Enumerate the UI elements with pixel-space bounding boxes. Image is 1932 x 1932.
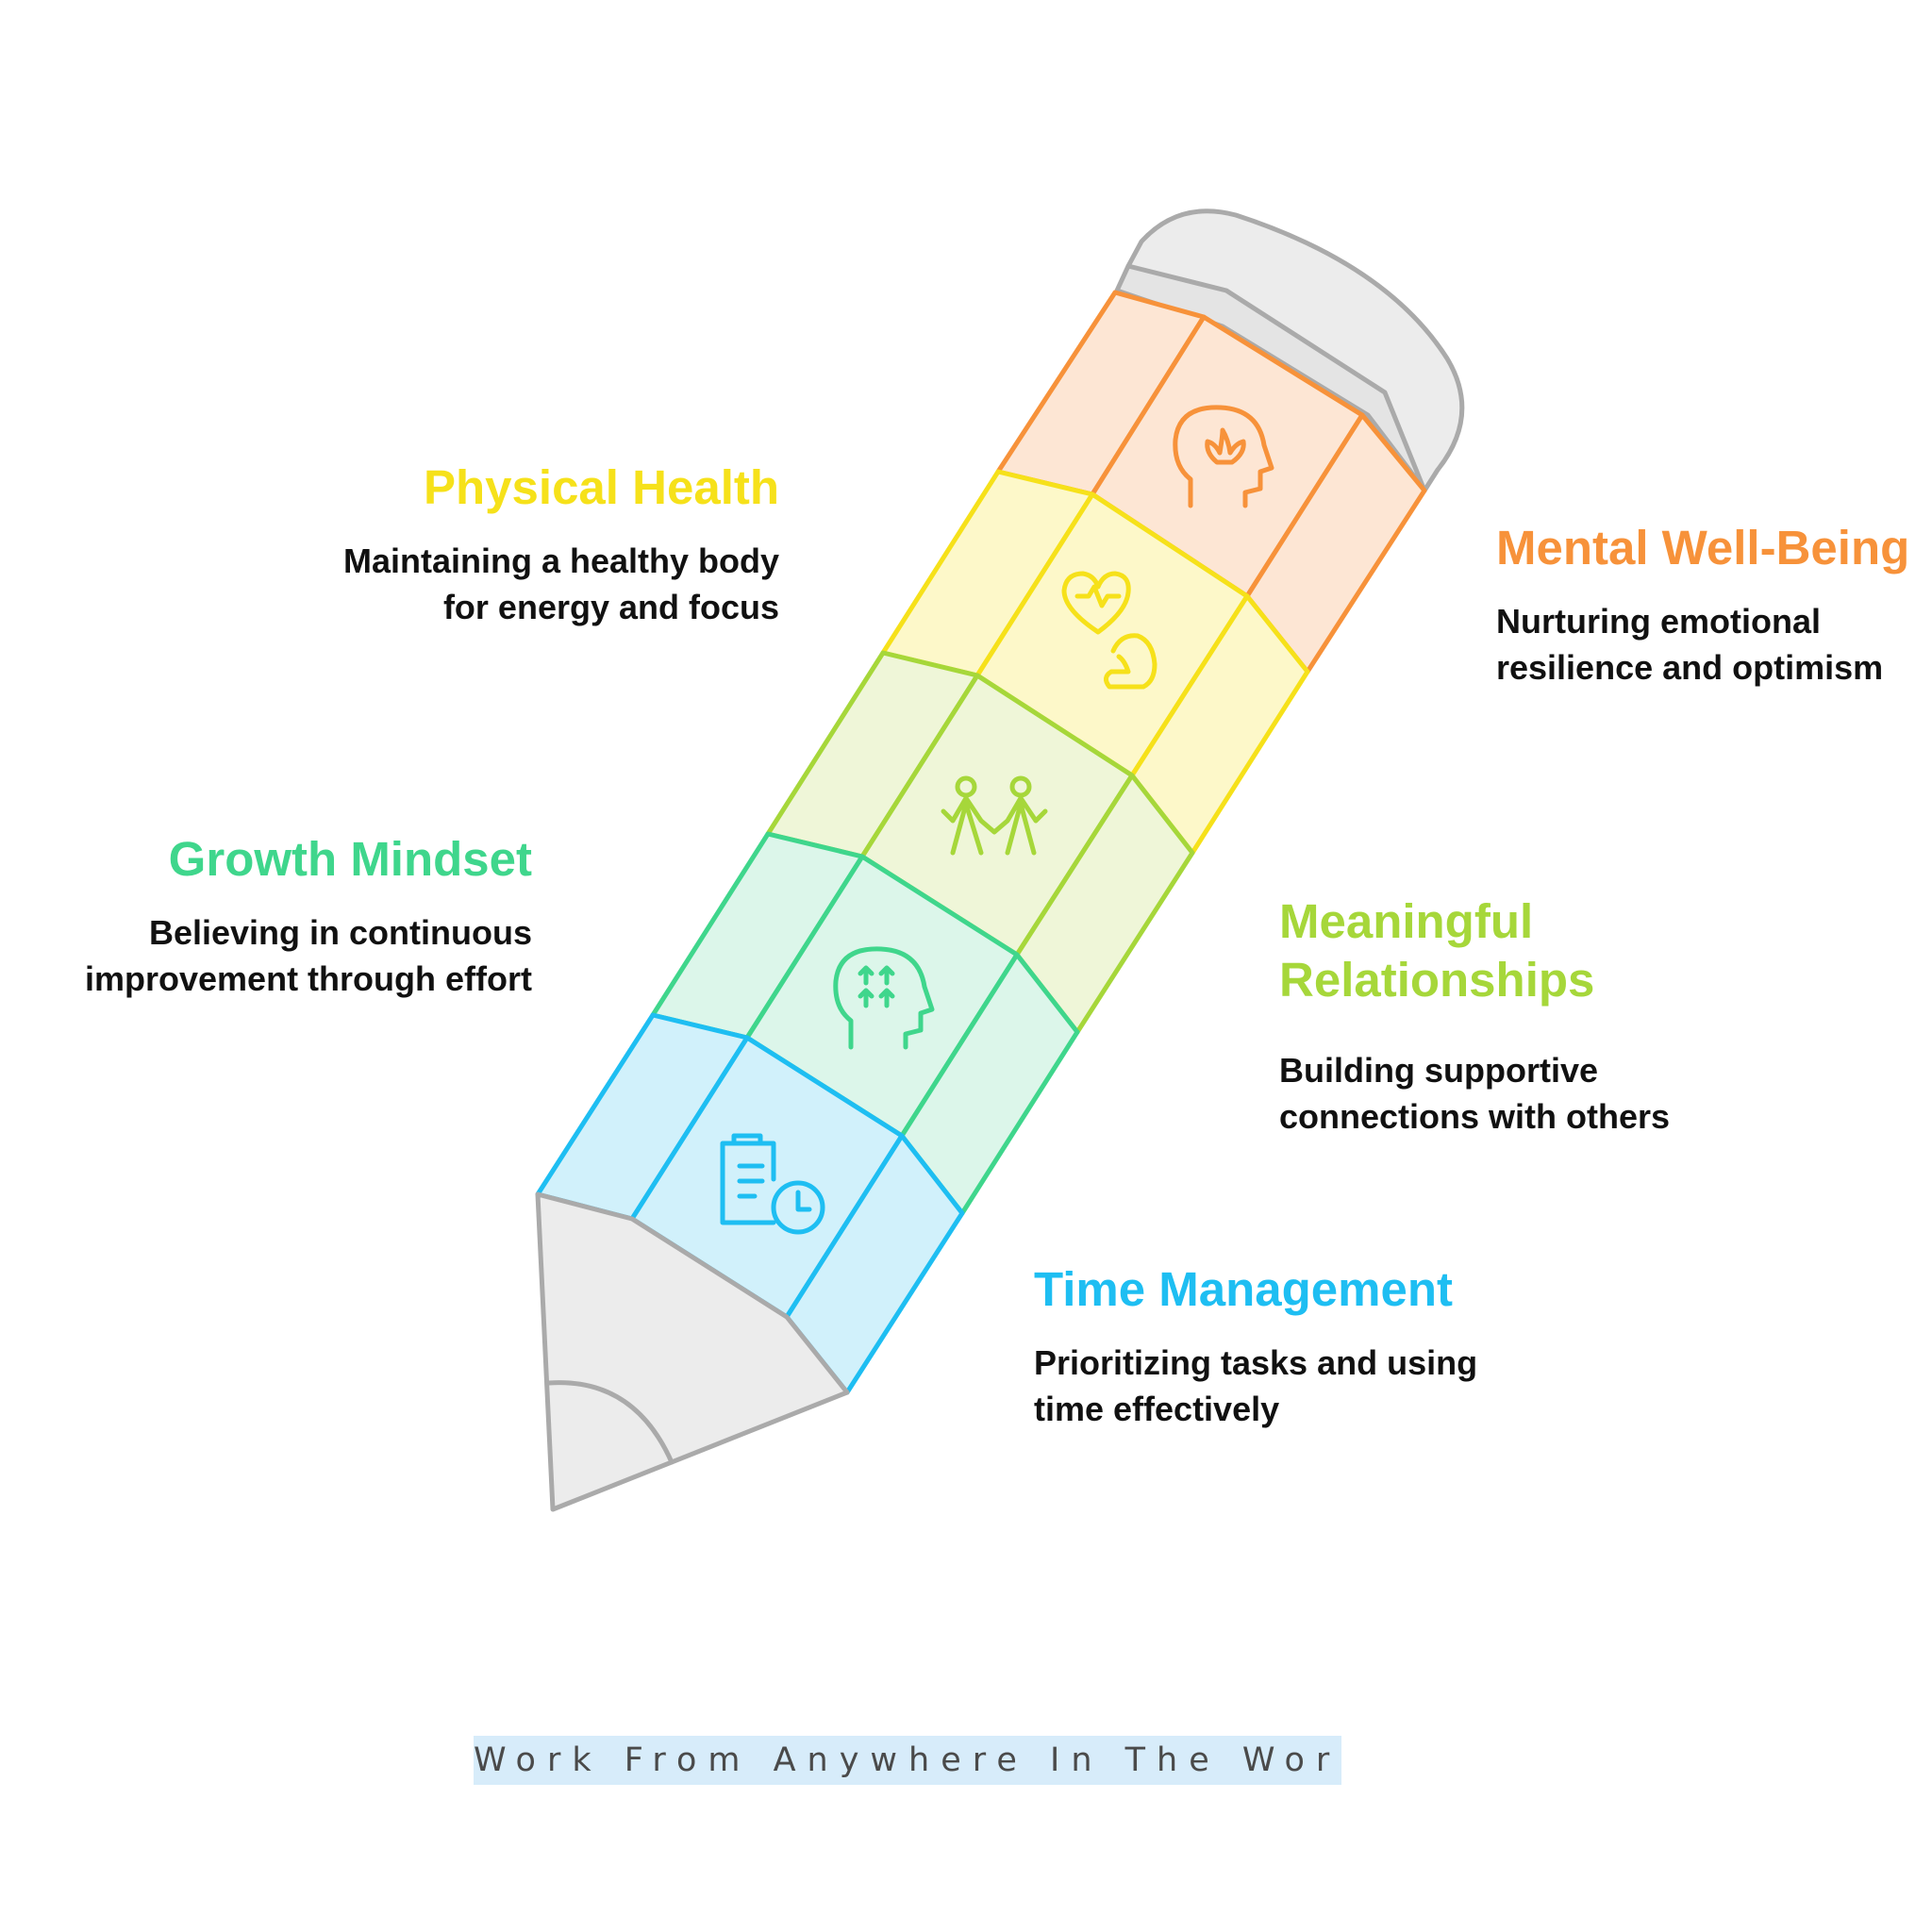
growth-mindset-label: Growth Mindset Believing in continuous i… bbox=[19, 830, 532, 1002]
physical-health-label: Physical Health Maintaining a healthy bo… bbox=[170, 458, 779, 630]
pencil-tip bbox=[535, 1191, 850, 1512]
time-management-description: Prioritizing tasks and using time effect… bbox=[1034, 1340, 1694, 1432]
relationships-title-line1: Meaningful bbox=[1279, 894, 1534, 948]
head-arrows-icon bbox=[833, 946, 935, 1050]
mental-well-being-label: Mental Well-Being Nurturing emotional re… bbox=[1496, 519, 1930, 691]
watermark-banner: Work From Anywhere In The World bbox=[474, 1736, 1341, 1785]
growth-mindset-desc-line2: improvement through effort bbox=[85, 959, 532, 998]
physical-health-title: Physical Health bbox=[424, 460, 779, 514]
growth-mindset-description: Believing in continuous improvement thro… bbox=[19, 909, 532, 1002]
pencil-lead-arc bbox=[546, 1380, 675, 1465]
meaningful-relationships-label: Meaningful Relationships Building suppor… bbox=[1279, 892, 1883, 1140]
physical-health-desc-line2: for energy and focus bbox=[442, 588, 779, 626]
time-management-label: Time Management Prioritizing tasks and u… bbox=[1034, 1260, 1694, 1432]
physical-health-description: Maintaining a healthy body for energy an… bbox=[170, 538, 779, 630]
mental-well-being-desc-line2: resilience and optimism bbox=[1496, 648, 1884, 687]
physical-health-desc-line1: Maintaining a healthy body bbox=[342, 541, 779, 580]
heart-muscle-icon bbox=[1061, 571, 1158, 690]
lotus-head-icon bbox=[1173, 405, 1274, 508]
clipboard-clock-icon bbox=[720, 1133, 825, 1235]
mental-well-being-description: Nurturing emotional resilience and optim… bbox=[1496, 598, 1930, 691]
relationships-desc-line1: Building supportive bbox=[1279, 1051, 1598, 1090]
meaningful-relationships-description: Building supportive connections with oth… bbox=[1279, 1047, 1883, 1140]
growth-mindset-desc-line1: Believing in continuous bbox=[148, 913, 532, 952]
mental-well-being-title: Mental Well-Being bbox=[1496, 521, 1910, 575]
growth-mindset-title: Growth Mindset bbox=[168, 832, 532, 886]
mental-well-being-desc-line1: Nurturing emotional bbox=[1496, 602, 1821, 641]
time-management-desc-line1: Prioritizing tasks and using bbox=[1034, 1343, 1478, 1382]
meaningful-relationships-title: Meaningful Relationships bbox=[1279, 892, 1883, 1009]
time-management-title: Time Management bbox=[1034, 1262, 1454, 1316]
time-management-desc-line2: time effectively bbox=[1034, 1390, 1280, 1428]
relationships-title-line2: Relationships bbox=[1279, 953, 1595, 1007]
relationships-desc-line2: connections with others bbox=[1279, 1097, 1671, 1136]
people-holding-hands-icon bbox=[941, 775, 1048, 856]
